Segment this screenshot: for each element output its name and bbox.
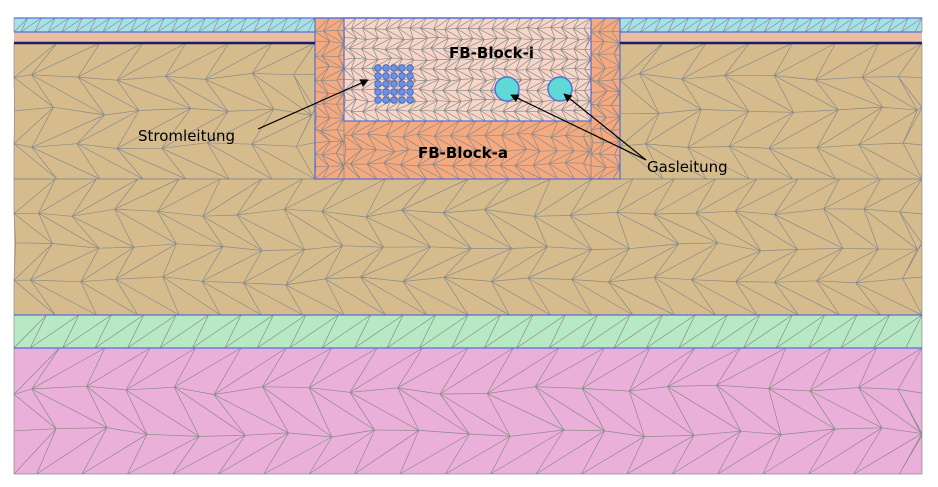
cable-conductor — [390, 80, 398, 88]
cable-conductor — [406, 80, 414, 88]
cable-conductor — [390, 96, 398, 104]
cable-conductor — [390, 64, 398, 72]
cable-conductor — [406, 96, 414, 104]
cable-conductor — [374, 72, 382, 80]
power-cable-label: Stromleitung — [138, 127, 235, 145]
mesh-region — [13, 178, 923, 316]
cable-conductor — [382, 72, 390, 80]
power-cable-bundle — [374, 64, 414, 104]
layer-boundaries — [14, 17, 922, 349]
cable-conductor — [374, 80, 382, 88]
gas-pipe-arrow-2 — [563, 93, 647, 161]
cable-conductor — [398, 88, 406, 96]
fb-block-inner-label: FB-Block-i — [449, 44, 534, 62]
cable-conductor — [398, 96, 406, 104]
gas-pipe-arrow-1 — [510, 94, 647, 161]
cable-conductor — [398, 72, 406, 80]
gas-pipe-label: Gasleitung — [647, 158, 728, 176]
annotation-arrows — [257, 79, 647, 161]
cable-conductor — [374, 64, 382, 72]
cable-conductor — [382, 64, 390, 72]
cable-conductor — [406, 64, 414, 72]
cable-conductor — [406, 72, 414, 80]
cable-conductor — [382, 88, 390, 96]
power-cable-arrow — [257, 79, 369, 130]
cable-conductor — [382, 80, 390, 88]
cable-conductor — [374, 88, 382, 96]
cable-conductor — [390, 72, 398, 80]
cable-conductor — [382, 96, 390, 104]
cable-conductor — [390, 88, 398, 96]
cable-conductor — [406, 88, 414, 96]
green-layer — [14, 315, 922, 348]
cable-conductor — [398, 64, 406, 72]
cable-conductor — [374, 96, 382, 104]
fb-block-outer-label: FB-Block-a — [418, 144, 508, 162]
cable-conductor — [398, 80, 406, 88]
